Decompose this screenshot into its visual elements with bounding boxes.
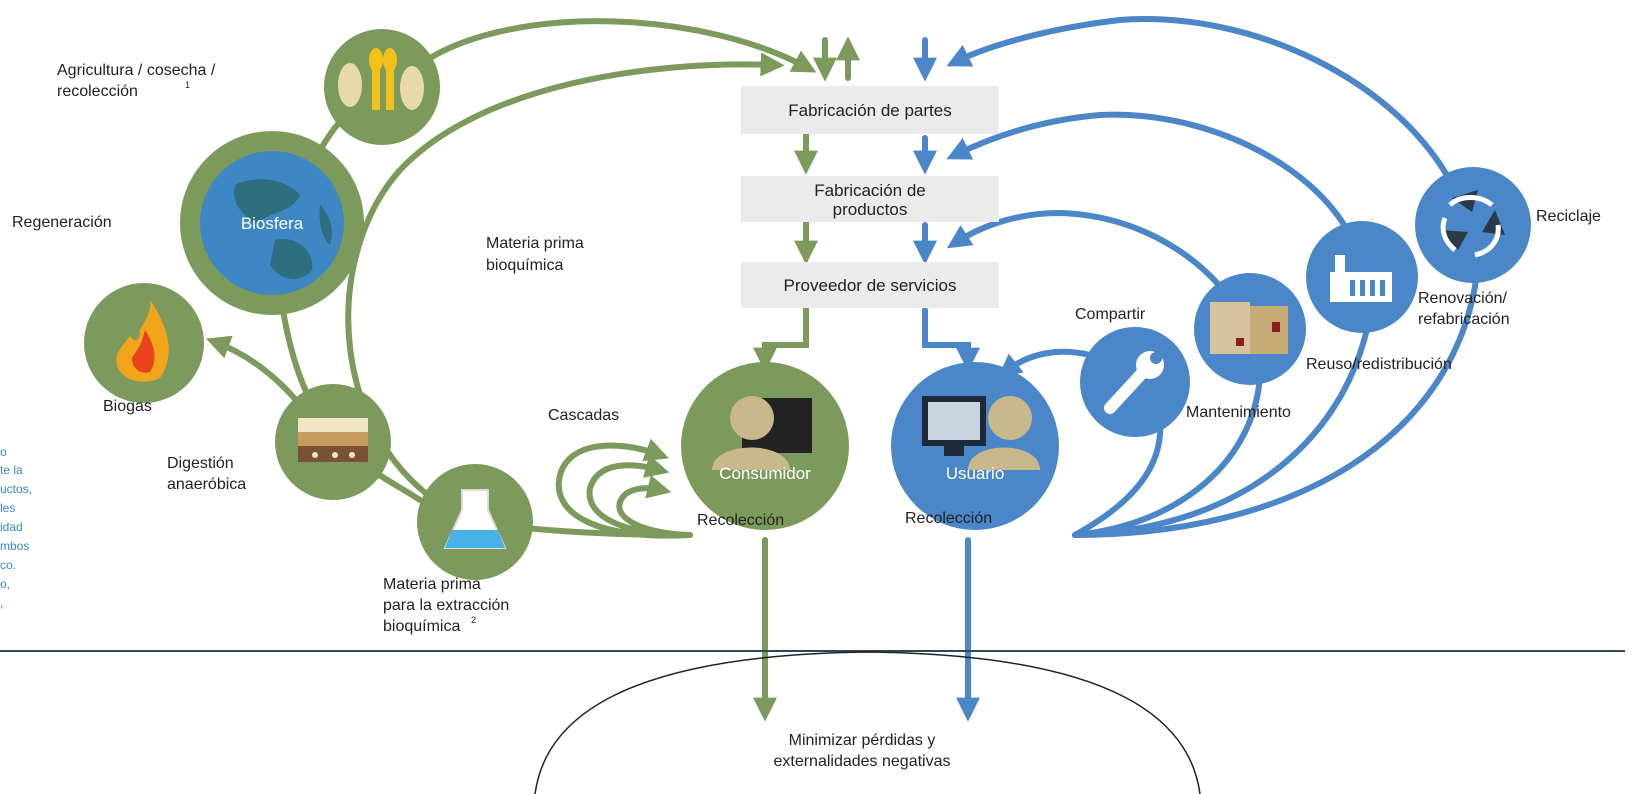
soil-layers-icon [298, 418, 368, 462]
cascade-arrow [586, 454, 693, 538]
renewal-node [1306, 221, 1418, 333]
biosphere-node: Biosfera [180, 131, 364, 315]
arrow-services-to-consumer [753, 305, 809, 372]
recycle-icon [1440, 190, 1505, 258]
renewal-label: Renovación/ [1418, 290, 1508, 307]
sharing-label: Compartir [1075, 306, 1146, 323]
loss-boundary-arc [534, 651, 1201, 794]
user-node: Usuario [891, 362, 1059, 530]
factory-icon [1330, 255, 1392, 302]
wrench-icon [1104, 351, 1164, 414]
digestion-label: anaeróbica [167, 476, 246, 493]
footnote-marker: 1 [185, 80, 190, 90]
person-computer-icon [922, 396, 1040, 470]
person-icon [712, 396, 812, 470]
side-fragment: , [0, 596, 3, 610]
biosphere-label: Biosfera [241, 214, 304, 233]
arrow-services-to-user [922, 307, 980, 372]
agriculture-node [324, 29, 440, 145]
technical-cycle-paths [913, 16, 1481, 722]
loss-label: externalidades negativas [773, 753, 950, 770]
side-fragment: les [0, 501, 15, 515]
boxes-icon [1210, 302, 1288, 354]
return-reuse [1072, 372, 1263, 538]
arrow-agriculture-to-parts [427, 18, 817, 73]
box-services [741, 262, 999, 308]
consumer-node: Consumidor [681, 362, 849, 530]
box-products-label: Fabricación de [814, 181, 926, 200]
arrow-reuse-to-services [946, 209, 1243, 318]
regeneration-label: Regeneración [12, 214, 112, 231]
user-collection-label: Recolección [905, 510, 992, 527]
biogas-label: Biogas [103, 398, 152, 415]
side-fragment: co. [0, 558, 16, 572]
arrow-recycling-to-parts [946, 16, 1458, 193]
side-fragment: o, [0, 577, 10, 591]
globe-icon [234, 179, 332, 280]
digestion-label: Digestión [167, 455, 234, 472]
arrow-renewal-to-products [946, 111, 1353, 238]
return-maintenance [1072, 417, 1164, 538]
footnote-marker: 2 [471, 615, 476, 625]
cascade-arrow [616, 475, 693, 538]
feedstock-label: Materia prima [383, 576, 481, 593]
recycling-node [1415, 167, 1531, 283]
feedstock-node [417, 464, 533, 580]
side-fragment: o [0, 445, 7, 459]
loss-label: Minimizar pérdidas y [789, 732, 936, 749]
maintenance-label: Mantenimiento [1186, 404, 1291, 421]
recycling-label: Reciclaje [1536, 208, 1601, 225]
biogas-node [84, 283, 204, 403]
user-label: Usuario [946, 464, 1005, 483]
sharing-node [1194, 273, 1306, 385]
side-text-fragments: o te la uctos, les idad mbos co. o, , [0, 445, 32, 610]
box-products [741, 176, 999, 222]
side-fragment: uctos, [0, 482, 32, 496]
consumer-collection-label: Recolección [697, 512, 784, 529]
consumer-label: Consumidor [719, 464, 811, 483]
renewal-label: refabricación [1418, 311, 1510, 328]
box-products-label: productos [833, 200, 908, 219]
return-renewal [1072, 322, 1371, 538]
agriculture-label: Agricultura / cosecha / [57, 62, 216, 79]
arrow-maintenance-to-user [997, 348, 1093, 378]
flame-icon [116, 300, 169, 382]
maintenance-node [1080, 327, 1190, 437]
agriculture-label: recolección [57, 83, 138, 100]
box-parts [741, 86, 999, 134]
digestion-node [275, 384, 391, 500]
box-services-label: Proveedor de servicios [784, 276, 957, 295]
biochemical-label: Materia prima [486, 235, 584, 252]
reuse-label: Reuso/redistribución [1306, 356, 1452, 373]
return-recycling [1072, 262, 1481, 538]
side-fragment: idad [0, 520, 23, 534]
cascades-label: Cascadas [548, 407, 619, 424]
side-fragment: te la [0, 463, 23, 477]
biochemical-label: bioquímica [486, 257, 563, 274]
cascade-arrow [555, 438, 693, 539]
feedstock-label: para la extracción [383, 597, 509, 614]
arrow-to-biogas [206, 335, 303, 408]
flask-icon [443, 489, 507, 549]
wheat-fish-icon [338, 48, 424, 110]
value-chain-boxes: Fabricación de partes Fabricación de pro… [741, 86, 999, 308]
feedstock-label: bioquímica [383, 618, 460, 635]
box-parts-label: Fabricación de partes [788, 101, 951, 120]
side-fragment: mbos [0, 539, 29, 553]
